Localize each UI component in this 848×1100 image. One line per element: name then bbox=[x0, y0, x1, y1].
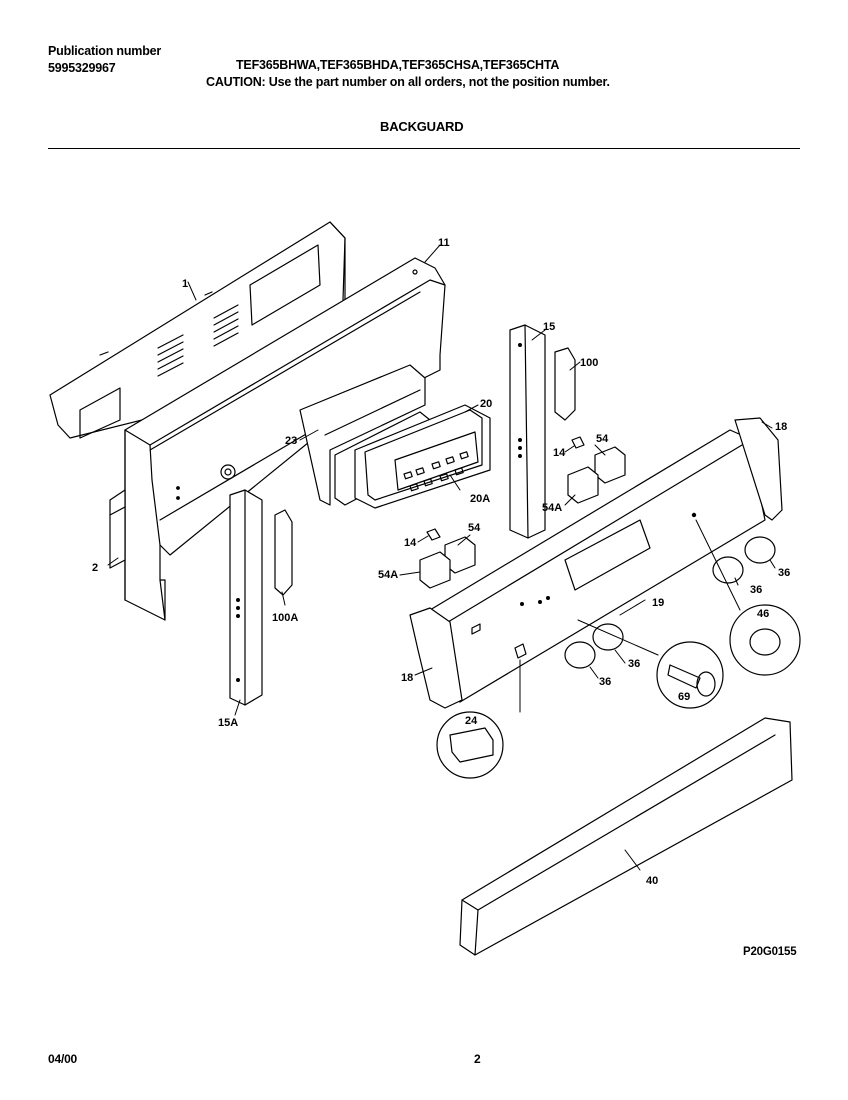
model-numbers: TEF365BHWA,TEF365BHDA,TEF365CHSA,TEF365C… bbox=[236, 58, 560, 72]
callout-1: 1 bbox=[182, 278, 188, 290]
callout-15: 15 bbox=[543, 321, 555, 333]
callout-36-b: 36 bbox=[750, 584, 762, 596]
header-rule bbox=[48, 148, 800, 149]
callout-54-upper: 54 bbox=[596, 433, 609, 445]
callout-labels: 1 11 15 100 20 23 54 14 18 20A 54A 54 14… bbox=[92, 237, 790, 887]
callout-46: 46 bbox=[757, 608, 769, 620]
part-side-rail-right bbox=[509, 324, 546, 539]
part-end-cap-right bbox=[734, 417, 783, 521]
callout-36-c: 36 bbox=[628, 658, 640, 670]
callout-54A-upper: 54A bbox=[542, 502, 562, 514]
callout-36-a: 36 bbox=[778, 567, 790, 579]
part-knobs bbox=[564, 536, 776, 669]
section-title: BACKGUARD bbox=[380, 119, 464, 134]
callout-2: 2 bbox=[92, 562, 98, 574]
part-side-rail-left bbox=[229, 489, 263, 706]
callout-18-left: 18 bbox=[401, 672, 413, 684]
detail-circle-46 bbox=[729, 604, 801, 676]
callout-11: 11 bbox=[438, 237, 450, 249]
callout-20: 20 bbox=[480, 398, 492, 410]
part-switches-upper bbox=[567, 436, 626, 504]
part-trim-40 bbox=[459, 717, 793, 956]
publication-label: Publication number bbox=[48, 44, 162, 58]
detail-circle-69 bbox=[656, 641, 724, 709]
part-control-assembly bbox=[299, 364, 491, 509]
callout-100A: 100A bbox=[272, 612, 298, 624]
callout-36-d: 36 bbox=[599, 676, 611, 688]
part-bracket-2 bbox=[109, 489, 126, 569]
callout-18-right: 18 bbox=[775, 421, 787, 433]
callout-14-upper: 14 bbox=[553, 447, 566, 459]
callout-54-lower: 54 bbox=[468, 522, 481, 534]
callout-20A: 20A bbox=[470, 493, 490, 505]
callout-15A: 15A bbox=[218, 717, 238, 729]
part-end-cap-left bbox=[409, 607, 463, 709]
publication-number: 5995329967 bbox=[48, 61, 116, 75]
part-switches-lower bbox=[419, 528, 476, 589]
callout-69: 69 bbox=[678, 691, 690, 703]
detail-circle-24 bbox=[436, 711, 504, 779]
callout-14-lower: 14 bbox=[404, 537, 417, 549]
callout-100: 100 bbox=[580, 357, 598, 369]
callout-40: 40 bbox=[646, 875, 658, 887]
callout-19: 19 bbox=[652, 597, 664, 609]
leader-lines bbox=[107, 244, 776, 871]
figure-code: P20G0155 bbox=[743, 946, 797, 958]
caution-note: CAUTION: Use the part number on all orde… bbox=[206, 75, 610, 89]
callout-24: 24 bbox=[465, 715, 478, 727]
part-bracket-100 bbox=[274, 347, 576, 596]
callout-54A-lower: 54A bbox=[378, 569, 398, 581]
publication-date: 04/00 bbox=[48, 1052, 78, 1066]
page-number: 2 bbox=[474, 1052, 481, 1066]
callout-23: 23 bbox=[285, 435, 297, 447]
